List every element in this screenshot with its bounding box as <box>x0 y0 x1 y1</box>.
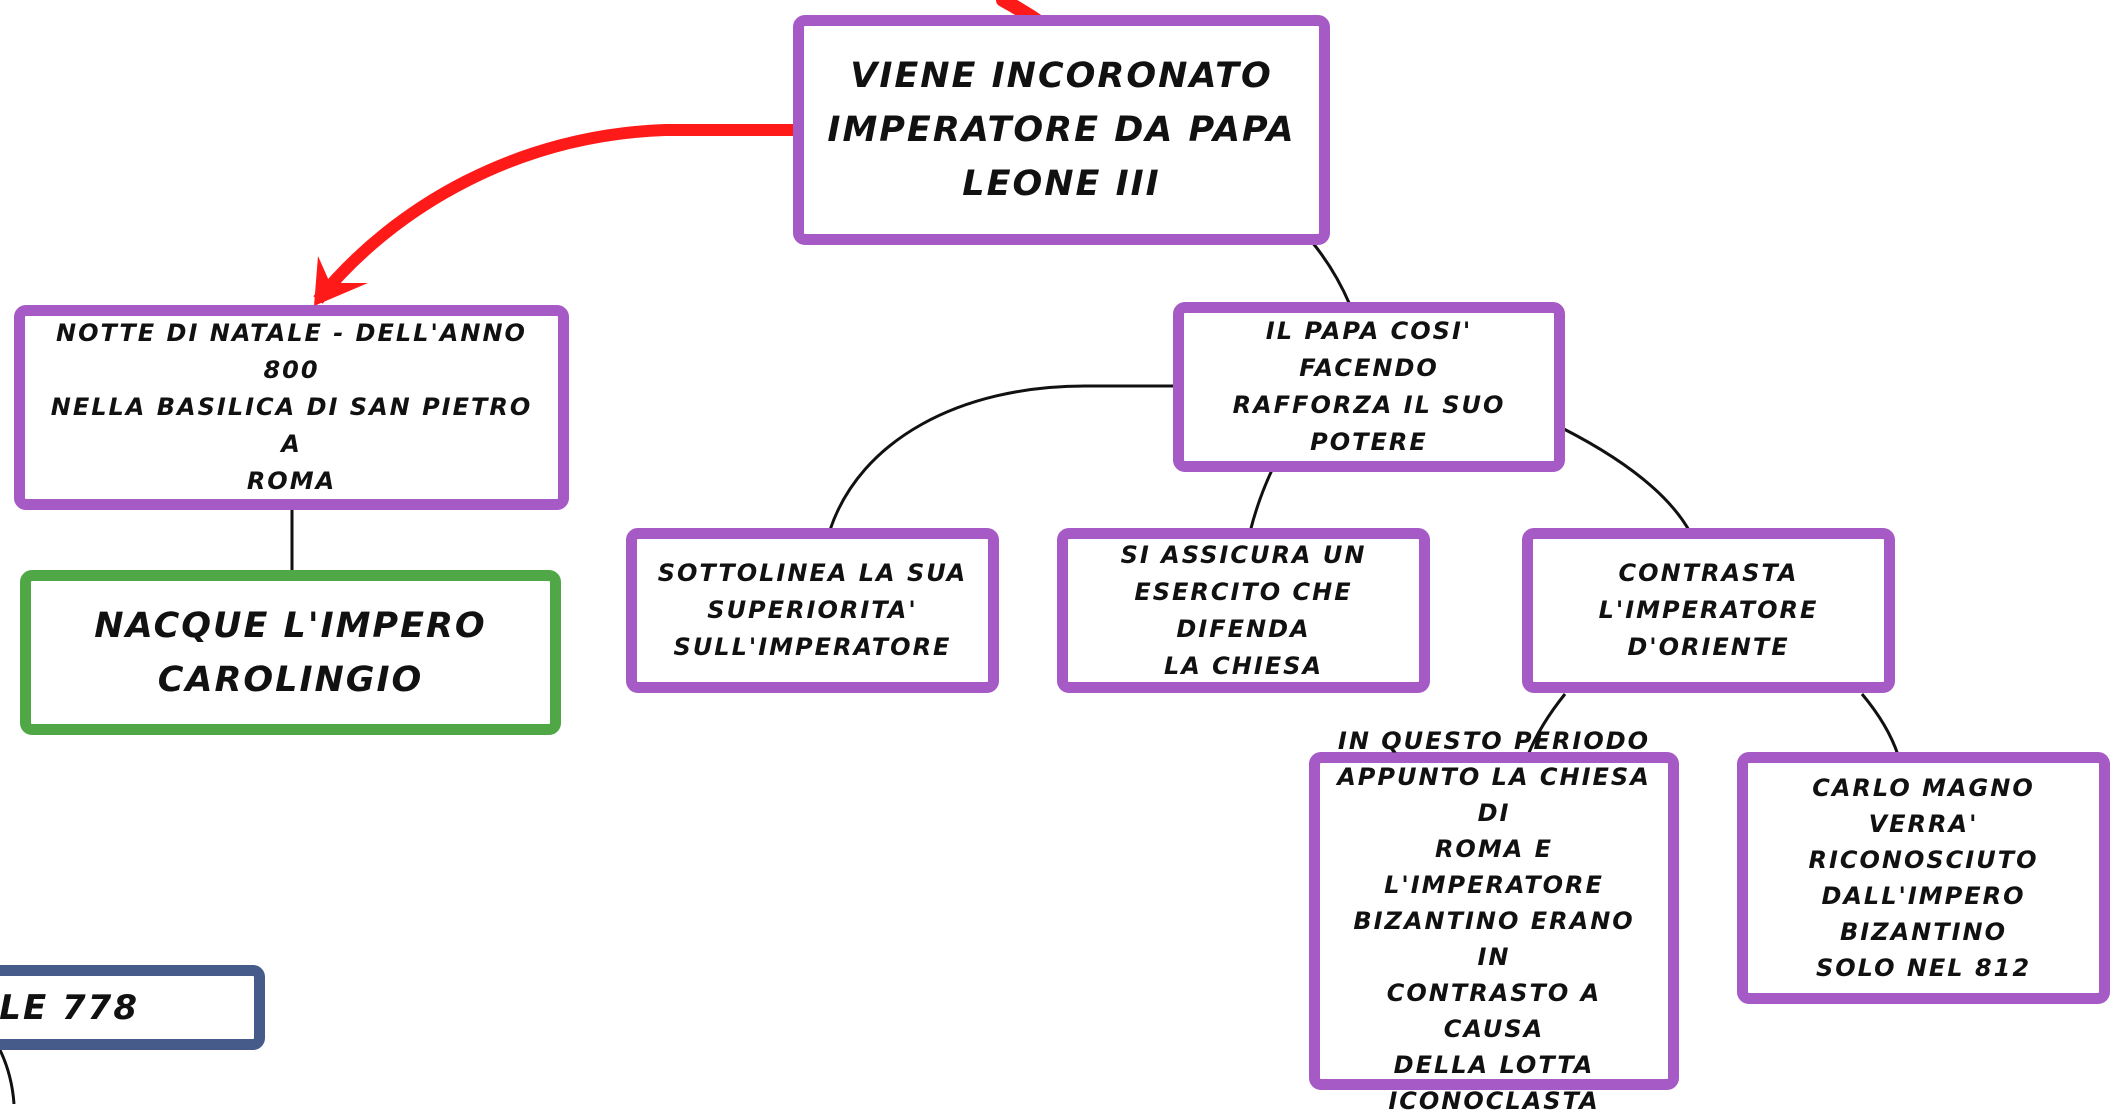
node-carolingian-empire[interactable]: NACQUE L'IMPERO CAROLINGIO <box>20 570 561 735</box>
node-army-text: SI ASSICURA UN ESERCITO CHE DIFENDA LA C… <box>1120 540 1367 680</box>
highlight-arrow-line <box>313 124 798 304</box>
node-carolingian-empire-text: NACQUE L'IMPERO CAROLINGIO <box>94 605 487 700</box>
node-coronation-text: VIENE INCORONATO IMPERATORE DA PAPA LEON… <box>827 56 1296 204</box>
node-pope-power-text: IL PAPA COSI' FACENDO RAFFORZA IL SUO PO… <box>1232 317 1506 456</box>
link-778-down <box>0 1049 16 1104</box>
node-pope-power[interactable]: IL PAPA COSI' FACENDO RAFFORZA IL SUO PO… <box>1173 302 1565 472</box>
node-coronation[interactable]: VIENE INCORONATO IMPERATORE DA PAPA LEON… <box>793 15 1330 245</box>
link-eastern-to-byzantine <box>1860 693 1900 756</box>
node-christmas-night[interactable]: NOTTE DI NATALE - DELL'ANNO 800 NELLA BA… <box>14 305 569 510</box>
link-eastern-to-iconoclast <box>1526 693 1567 756</box>
node-eastern-emperor-text: CONTRASTA L'IMPERATORE D'ORIENTE <box>1598 559 1819 661</box>
node-year-778[interactable]: LE 778 <box>0 965 265 1050</box>
node-iconoclast[interactable]: IN QUESTO PERIODO APPUNTO LA CHIESA DI R… <box>1309 727 1679 1115</box>
node-iconoclast-text: IN QUESTO PERIODO APPUNTO LA CHIESA DI R… <box>1337 727 1651 1115</box>
highlight-arrow-head <box>314 256 368 306</box>
node-superiority[interactable]: SOTTOLINEA LA SUA SUPERIORITA' SULL'IMPE… <box>626 528 999 693</box>
link-coronation-to-pope <box>1310 241 1352 306</box>
node-army[interactable]: SI ASSICURA UN ESERCITO CHE DIFENDA LA C… <box>1057 528 1430 693</box>
node-byzantine-recognition-text: CARLO MAGNO VERRA' RICONOSCIUTO DALL'IMP… <box>1808 774 2039 982</box>
node-byzantine-recognition[interactable]: CARLO MAGNO VERRA' RICONOSCIUTO DALL'IMP… <box>1737 752 2110 1004</box>
node-eastern-emperor[interactable]: CONTRASTA L'IMPERATORE D'ORIENTE <box>1522 528 1895 693</box>
node-year-778-text: LE 778 <box>0 987 139 1028</box>
link-pope-to-superiority <box>828 384 1175 531</box>
node-superiority-text: SOTTOLINEA LA SUA SUPERIORITA' SULL'IMPE… <box>657 559 968 661</box>
node-christmas-night-text: NOTTE DI NATALE - DELL'ANNO 800 NELLA BA… <box>50 319 533 495</box>
link-pope-to-army <box>1248 469 1274 533</box>
link-pope-to-eastern <box>1561 426 1692 533</box>
